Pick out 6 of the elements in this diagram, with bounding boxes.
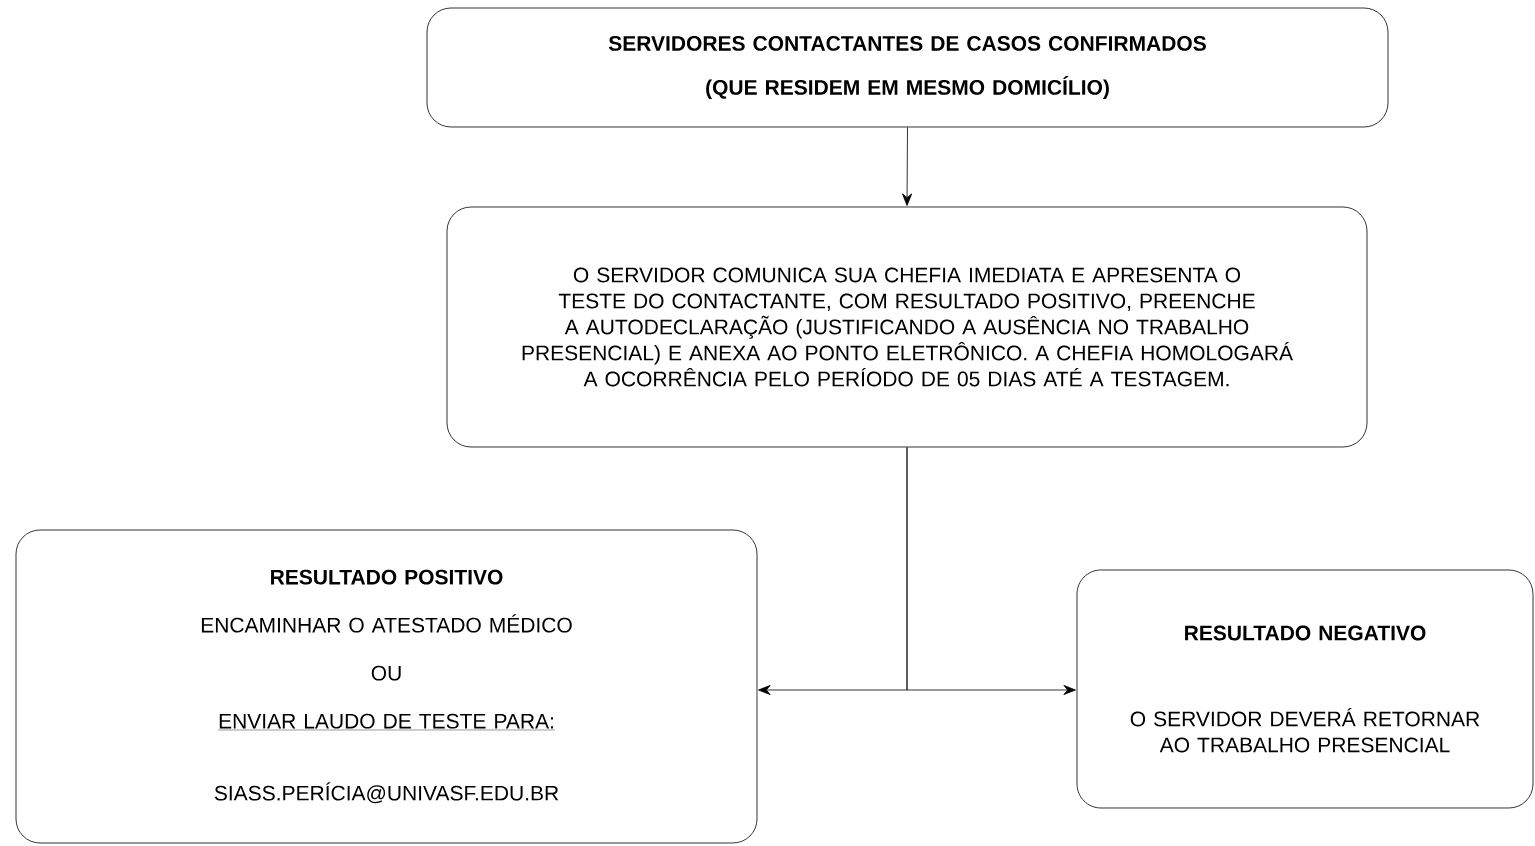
process-box: RESULTADO NEGATIVO O SERVIDOR DEVERÁ RETORNAR AO TRABALHO PRESENCIAL (1076, 569, 1534, 809)
arrow (902, 127, 913, 206)
process-box: SERVIDORES CONTACTANTES DE CASOS CONFIRMADOS (QUE RESIDEM EM MESMO DOMICÍLIO) (426, 7, 1389, 128)
process-box: RESULTADO POSITIVO ENCAMINHAR O ATESTADO MÉDICO OU ENVIAR LAUDO DE TESTE PARA: SIASS.PERÍCIA@UNIVASF.EDU.BR (15, 529, 758, 844)
process-box: O SERVIDOR COMUNICA SUA CHEFIA IMEDIATA E APRESENTA O TESTE DO CONTACTANTE, COM RESULTADO POSITIVO, PREENCHE A AUTODECLARAÇÃO (JUSTIFICANDO A AUSÊNCIA NO TRABALHO PRESENCIAL) E ANEXA AO PONTO ELETRÔNICO. A CHEFIA HOMOLOGARÁ A OCORRÊNCIA PELO PERÍODO DE 05 DIAS ATÉ A TESTAGEM. (446, 206, 1368, 448)
arrow (906, 447, 1076, 695)
